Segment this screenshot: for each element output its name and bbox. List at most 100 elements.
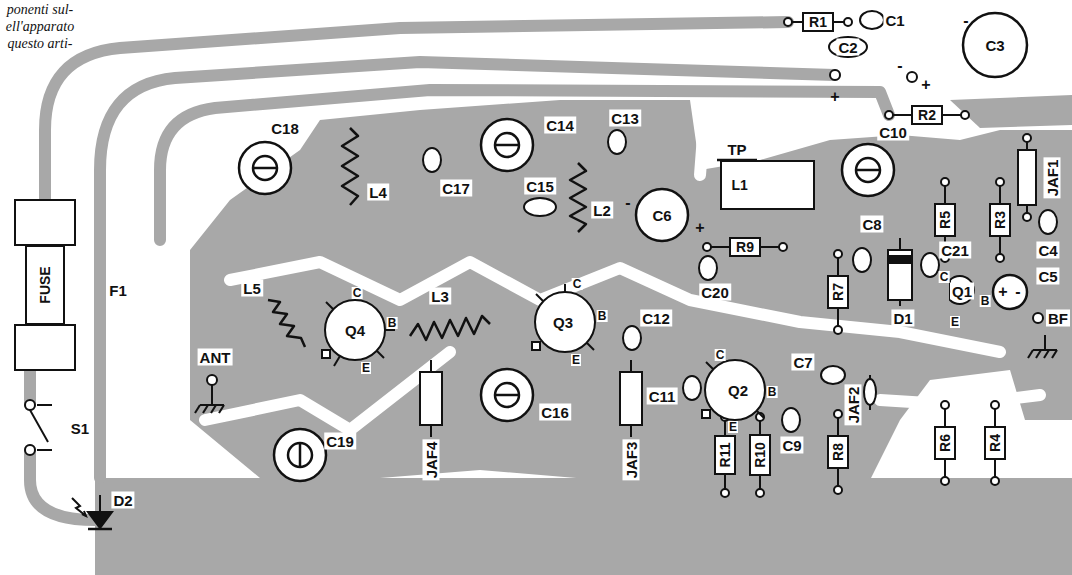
- part-label: TP: [725, 141, 748, 158]
- caption-fragment: ell'apparato: [6, 20, 74, 34]
- pin-name: E: [728, 421, 738, 433]
- part-label: Q4: [343, 322, 367, 339]
- resistor-symbol: R3: [989, 203, 1011, 237]
- polarity-mark: +: [694, 220, 705, 236]
- part-label: R2: [918, 108, 936, 122]
- coil-can: L1: [720, 160, 815, 210]
- part-label: C1: [883, 12, 906, 29]
- part-label: L1: [732, 178, 748, 192]
- resistor-symbol: R9: [729, 237, 761, 257]
- part-label: F1: [107, 282, 129, 299]
- resistor-symbol: R10: [749, 434, 771, 476]
- pin-name: B: [387, 317, 398, 329]
- isolation-gaps: [205, 110, 1040, 430]
- trimmer-capacitors: [239, 119, 894, 481]
- part-label: L5: [241, 280, 263, 297]
- resistor-symbol: R8: [827, 435, 849, 469]
- copper-traces: [30, 22, 889, 520]
- part-label: Q3: [551, 314, 575, 331]
- part-label: BF: [1046, 310, 1070, 327]
- polarity-mark: -: [896, 58, 903, 74]
- pin-name: E: [950, 316, 960, 328]
- polarity-mark: -: [624, 195, 631, 211]
- resistor-symbol: R6: [934, 426, 956, 460]
- resistor-symbol: R1: [802, 12, 834, 32]
- part-label: R8: [831, 443, 845, 461]
- part-label: L2: [591, 202, 613, 219]
- part-label: C18: [269, 120, 301, 137]
- part-label: C8: [860, 216, 883, 233]
- part-label: C6: [650, 207, 673, 224]
- solder-pads: [25, 18, 1043, 497]
- part-label: JAF3: [623, 440, 640, 481]
- copper-ground: [95, 95, 1072, 575]
- part-label: C10: [877, 124, 909, 141]
- polarity-mark: -: [962, 13, 969, 29]
- fuse-body: FUSE: [25, 245, 65, 325]
- component-leads: [431, 22, 1027, 493]
- resistor-symbol: R2: [911, 105, 943, 125]
- part-label: R1: [809, 15, 827, 29]
- polarity-mark: +: [997, 284, 1008, 300]
- resistor-symbol: R11: [714, 435, 736, 476]
- pin-name: C: [572, 278, 583, 290]
- part-label: R11: [718, 443, 732, 468]
- part-label: R3: [993, 211, 1007, 229]
- caption-fragment: ponenti sul-: [7, 3, 74, 17]
- pin-name: E: [361, 362, 371, 374]
- part-label: D2: [111, 492, 134, 509]
- part-label: C9: [780, 437, 803, 454]
- part-label: Q2: [726, 382, 750, 399]
- polarity-mark: -: [1014, 284, 1021, 300]
- chokes-and-diodes: [420, 150, 1036, 425]
- part-label: JAF4: [423, 440, 440, 481]
- part-label: C12: [640, 310, 672, 327]
- part-label: R5: [938, 211, 952, 229]
- coils: [268, 128, 586, 347]
- pin-name: B: [980, 295, 991, 307]
- pin-name: C: [715, 349, 726, 361]
- electrolytic-capacitors: [636, 13, 1027, 309]
- pin-name: C: [939, 271, 950, 283]
- caption-fragment: questo arti-: [8, 37, 73, 51]
- part-label: C13: [609, 110, 641, 127]
- resistor-symbol: R7: [827, 275, 849, 309]
- part-label: S1: [69, 420, 91, 437]
- part-label: D1: [891, 310, 914, 327]
- part-label: Q1: [950, 283, 974, 300]
- part-label: C15: [524, 178, 556, 195]
- disc-capacitors: [423, 11, 1057, 432]
- part-label: L4: [367, 184, 389, 201]
- signal-name: ANT: [198, 349, 233, 366]
- part-label: C5: [1036, 268, 1059, 285]
- part-label: C16: [539, 404, 571, 421]
- part-label: FUSE: [38, 266, 52, 303]
- part-label: C21: [939, 242, 971, 259]
- part-label: C17: [440, 180, 472, 197]
- part-label: C2: [836, 39, 859, 56]
- pin-name: C: [352, 287, 363, 299]
- pin-name: B: [597, 310, 608, 322]
- pin-name: B: [767, 386, 778, 398]
- part-label: R4: [988, 434, 1002, 452]
- part-label: C14: [544, 117, 576, 134]
- fuse-caps: [15, 200, 75, 370]
- part-label: R9: [736, 240, 754, 254]
- pin-name: E: [571, 354, 581, 366]
- misc-symbols: [30, 160, 1057, 529]
- polarity-mark: +: [829, 89, 840, 105]
- part-label: R6: [938, 434, 952, 452]
- part-label: C4: [1036, 242, 1059, 259]
- resistor-symbol: R5: [934, 203, 956, 237]
- part-label: L3: [429, 288, 451, 305]
- part-label: C11: [647, 388, 678, 405]
- part-label: R7: [831, 283, 845, 301]
- part-label: C19: [324, 433, 356, 450]
- part-label: JAF2: [845, 385, 862, 426]
- part-label: C20: [699, 284, 731, 301]
- part-label: C7: [791, 354, 814, 371]
- part-label: JAF1: [1044, 158, 1061, 199]
- polarity-mark: +: [920, 77, 931, 93]
- resistor-symbol: R4: [984, 426, 1006, 460]
